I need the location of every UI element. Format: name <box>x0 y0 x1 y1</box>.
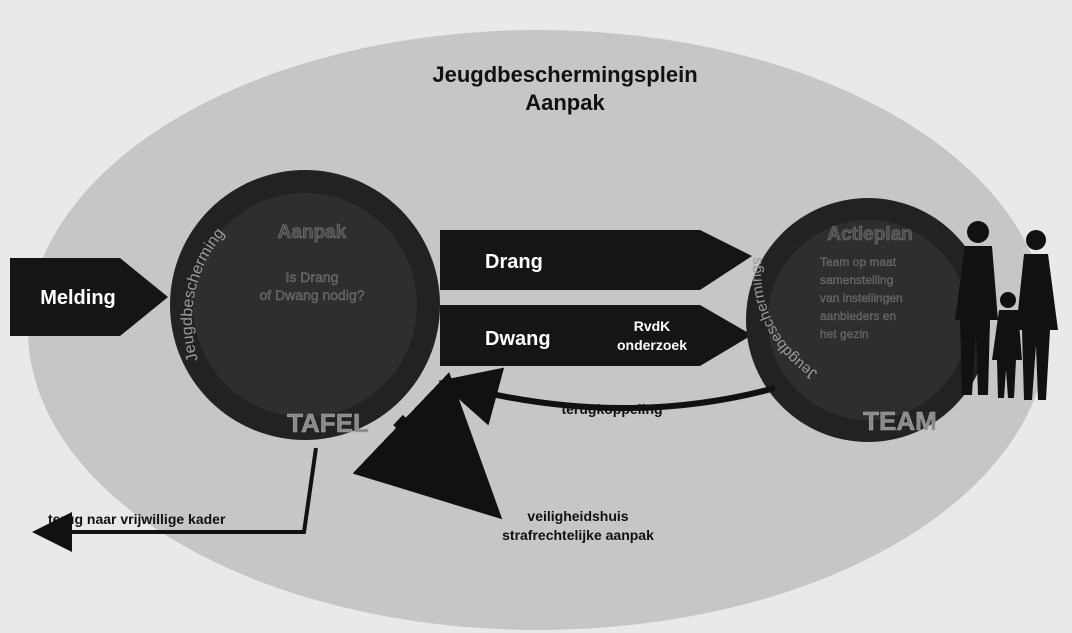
page-title-line1: Jeugdbeschermingsplein <box>432 62 697 87</box>
team-text-line: het gezin <box>820 327 869 341</box>
melding-arrow <box>10 258 168 336</box>
vrijwillig-label: terug naar vrijwillige kader <box>48 511 226 527</box>
team-inner <box>768 220 968 420</box>
team-text-line: aanbieders en <box>820 309 896 323</box>
melding-label: Melding <box>40 287 116 309</box>
veiligheidshuis-arrow <box>352 372 503 520</box>
tafel-question-line2: of Dwang nodig? <box>259 287 364 303</box>
veiligheidshuis-line2: strafrechtelijke aanpak <box>502 527 654 543</box>
page-title-line2: Aanpak <box>525 90 605 115</box>
team-ring-bold: TEAM <box>863 406 937 436</box>
dwang-label: Dwang <box>485 328 551 350</box>
team-text-block: Team op maat samenstelling van instellin… <box>820 255 903 341</box>
team-heading: Actieplan <box>827 224 913 245</box>
vrijwillig-arrow <box>32 447 318 552</box>
team-text-line: samenstelling <box>820 273 893 287</box>
dwang-arrow <box>440 305 752 366</box>
drang-label: Drang <box>485 251 543 273</box>
tafel-heading: Aanpak <box>278 222 347 243</box>
terugkoppeling-label: terugkoppeling <box>561 401 662 417</box>
rvdk-label-line2: onderzoek <box>617 337 687 353</box>
team-text-line: van instellingen <box>820 291 903 305</box>
tafel-question-line1: Is Drang <box>286 269 339 285</box>
tafel-inner <box>193 193 417 417</box>
veiligheidshuis-line1: veiligheidshuis <box>527 508 628 524</box>
rvdk-label-line1: RvdK <box>634 318 671 334</box>
family-silhouette-icon <box>955 221 1058 400</box>
drang-arrow <box>440 230 752 290</box>
team-text-line: Team op maat <box>820 255 897 269</box>
tafel-ring-bold: TAFEL <box>287 408 369 438</box>
